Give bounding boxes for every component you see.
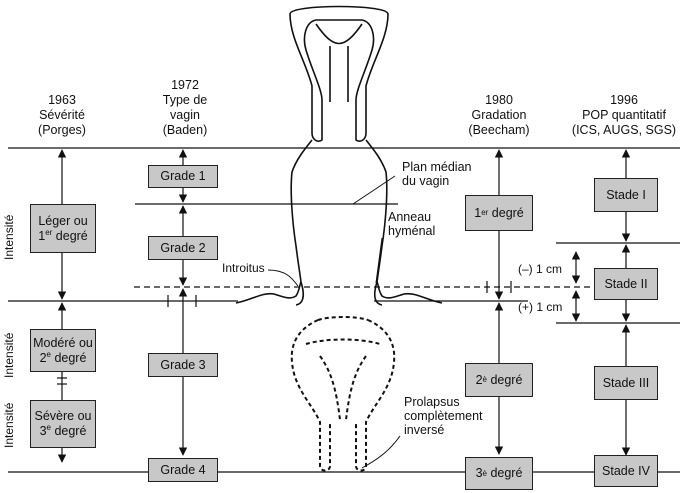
minus-1cm-label: (–) 1 cm	[518, 262, 562, 276]
baden-grade-2: Grade 2	[148, 236, 218, 260]
porges-leger-line1: Léger ou	[38, 214, 88, 229]
porges-modere-box: Modéré ou 2e degré	[30, 329, 96, 372]
porges-severe-rest: degré	[51, 424, 86, 438]
porges-severe-num: 3	[40, 424, 47, 438]
header-beecham: 1980 Gradation (Beecham)	[468, 93, 529, 138]
header-baden: 1972 Type de vagin (Baden)	[163, 78, 207, 138]
header-beecham-title: Gradation	[468, 108, 529, 123]
header-porges-year: 1963	[38, 93, 86, 108]
normal-uterus-drawing	[236, 7, 442, 306]
anneau-pointer	[376, 238, 382, 283]
beecham-2-num: 2	[476, 373, 483, 388]
porges-modere-line1: Modéré ou	[33, 336, 93, 351]
baden-grade-3: Grade 3	[148, 353, 218, 377]
header-baden-year: 1972	[163, 78, 207, 93]
header-porges: 1963 Sévérité (Porges)	[38, 93, 86, 138]
beecham-2-rest: degré	[487, 373, 522, 388]
prolapsus-line3: inversé	[404, 423, 483, 437]
header-beecham-author: (Beecham)	[468, 123, 529, 138]
prolapsus-pointer	[362, 436, 400, 468]
intensite-label-3: Intensité	[2, 403, 16, 448]
prolapsus-line1: Prolapsus	[404, 395, 483, 409]
pop-stade-2: Stade II	[594, 268, 658, 300]
introitus-pointer	[268, 270, 298, 286]
header-pop-year: 1996	[572, 93, 676, 108]
header-baden-title-1: Type de	[163, 93, 207, 108]
intensite-label-1: Intensité	[2, 215, 16, 260]
header-porges-author: (Porges)	[38, 123, 86, 138]
beecham-1-num: 1	[474, 206, 481, 221]
beecham-3-rest: degré	[487, 466, 522, 481]
header-pop-title: POP quantitatif	[572, 108, 676, 123]
beecham-1-rest: degré	[488, 206, 523, 221]
inverted-prolapse-drawing	[292, 317, 395, 471]
porges-severe-line1: Sévère ou	[35, 409, 92, 424]
baden-grade-4: Grade 4	[148, 458, 218, 482]
pop-stade-3: Stade III	[594, 366, 658, 400]
porges-modere-rest: degré	[51, 351, 86, 365]
porges-leger-rest: degré	[52, 229, 87, 243]
porges-leger-box: Léger ou 1er degré	[30, 204, 96, 253]
baden-grade-1: Grade 1	[148, 165, 218, 188]
header-pop: 1996 POP quantitatif (ICS, AUGS, SGS)	[572, 93, 676, 138]
plan-median-line1: Plan médian	[402, 160, 472, 174]
anneau-line2: hyménal	[388, 224, 435, 238]
plan-median-pointer	[353, 176, 395, 204]
prolapsus-line2: complètement	[404, 409, 483, 423]
plan-median-label: Plan médian du vagin	[402, 160, 472, 188]
pop-stade-1: Stade I	[594, 178, 658, 212]
header-baden-title-2: vagin	[163, 108, 207, 123]
plan-median-line2: du vagin	[402, 174, 472, 188]
beecham-3-num: 3	[476, 466, 483, 481]
header-beecham-year: 1980	[468, 93, 529, 108]
header-baden-author: (Baden)	[163, 123, 207, 138]
porges-severe-box: Sévère ou 3e degré	[30, 400, 96, 448]
anneau-label: Anneau hyménal	[388, 210, 435, 238]
intensite-label-2: Intensité	[2, 333, 16, 378]
porges-modere-num: 2	[40, 351, 47, 365]
anneau-line1: Anneau	[388, 210, 435, 224]
header-porges-title: Sévérité	[38, 108, 86, 123]
pop-stade-4: Stade IV	[594, 455, 658, 487]
plus-1cm-label: (+) 1 cm	[518, 300, 562, 314]
header-pop-author: (ICS, AUGS, SGS)	[572, 123, 676, 138]
prolapsus-label: Prolapsus complètement inversé	[404, 395, 483, 437]
introitus-label: Introitus	[222, 261, 265, 275]
